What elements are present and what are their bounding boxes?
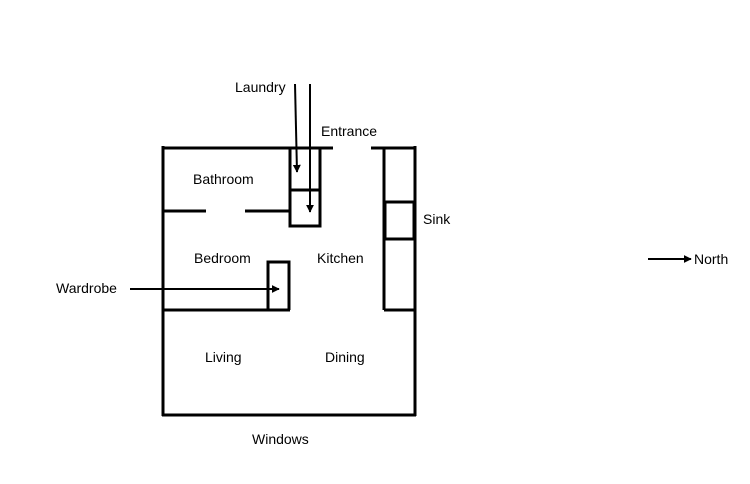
kitchen-counter <box>382 148 416 310</box>
laundry-label: Laundry <box>235 79 286 95</box>
bathroom-label: Bathroom <box>193 171 254 187</box>
wardrobe-unit <box>266 260 291 310</box>
sink-box <box>383 200 416 241</box>
living-label: Living <box>205 349 242 365</box>
north-label: North <box>694 251 728 267</box>
laundry-cabinets <box>288 148 322 228</box>
wardrobe-label: Wardrobe <box>56 280 117 296</box>
kitchen-label: Kitchen <box>317 250 364 266</box>
arrows <box>130 83 692 293</box>
entrance-label: Entrance <box>321 123 377 139</box>
bedroom-label: Bedroom <box>194 250 251 266</box>
outer-walls <box>161 146 417 417</box>
labels: Laundry Entrance Bathroom Sink Bedroom K… <box>56 79 728 447</box>
windows-label: Windows <box>252 431 309 447</box>
wardrobe-outline <box>266 260 291 310</box>
sink-label: Sink <box>423 211 451 227</box>
laundry-arrow-1 <box>292 83 301 173</box>
laundry-cabinet-outline <box>288 148 322 228</box>
dining-label: Dining <box>325 349 365 365</box>
